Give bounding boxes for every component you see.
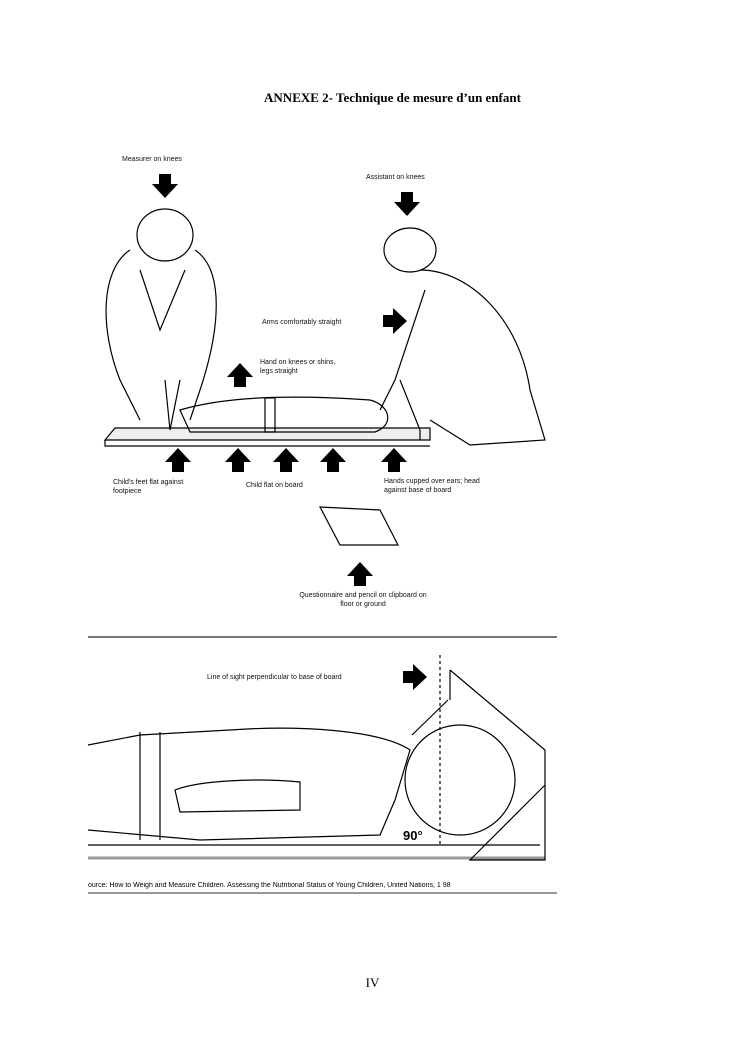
label-line-of-sight: Line of sight perpendicular to base of b… [207, 674, 342, 681]
label-assistant: Assistant on knees [366, 174, 425, 181]
label-angle: 90° [403, 828, 423, 843]
arrow-up-icon [347, 562, 373, 586]
label-feet: Child's feet flat against footpiece [113, 479, 184, 495]
label-questionnaire: Questionnaire and pencil on clipboard on… [299, 592, 427, 608]
label-hands-cupped: Hands cupped over ears; head against bas… [384, 478, 480, 494]
arrow-down-icon [394, 192, 420, 216]
arrow-down-icon [152, 174, 178, 198]
source-caption: ource: How to Weigh and Measure Children… [88, 882, 451, 889]
label-measurer: Measurer on knees [122, 156, 182, 163]
arrow-up-icon [320, 448, 346, 472]
arrow-up-icon [165, 448, 191, 472]
page-title: ANNEXE 2- Technique de mesure d’un enfan… [264, 90, 521, 105]
label-flat: Child flat on board [246, 482, 303, 489]
arrow-up-icon [227, 363, 253, 387]
arrow-up-icon [381, 448, 407, 472]
arrow-up-icon [225, 448, 251, 472]
arrow-right-icon [383, 308, 407, 334]
label-arms: Arms comfortably straight [262, 319, 342, 326]
arrow-up-icon [273, 448, 299, 472]
page-number: IV [365, 975, 380, 990]
label-hand-knees: Hand on knees or shins, legs straight [260, 359, 336, 375]
arrow-right-icon [403, 664, 427, 690]
